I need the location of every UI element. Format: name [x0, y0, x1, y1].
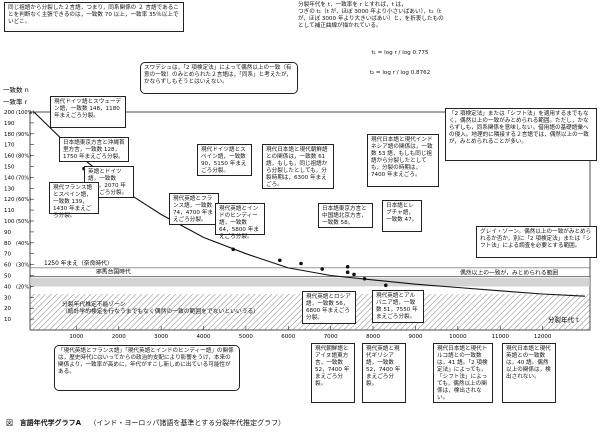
band-0 [30, 277, 590, 287]
rate-tick-label: (50%) [16, 219, 31, 225]
y-tick-label: 160 [4, 154, 15, 160]
note-german-spanish: 現代ドイツ語とスペイン語，一致数 90，5150 年まえごろ分裂。 [197, 144, 252, 176]
rate-tick-label: (60%) [16, 197, 31, 203]
y-tick-label: 150 [4, 165, 15, 171]
data-point-8 [345, 264, 350, 269]
note-binomial-range: 「2 項検定法」または「シフト法」を適用するまでもなく，偶然以上の一致がみとめら… [445, 108, 597, 161]
data-point-9 [345, 270, 350, 275]
reference-label-0: 1250 年まえ（奈良時代） [44, 259, 113, 267]
band-label-0: 偶然以上の一致が，みとめられる範囲 [460, 269, 558, 277]
y-tick-label: 120 [4, 197, 15, 203]
y-tick-label: 140 [4, 175, 15, 181]
note-english-french: 現代英語とフランス語，一致数 74，4700 年まえごろ分裂。 [169, 193, 219, 225]
note-korean-ainu: 現代朝鮮語とアイヌ語東方言，一致数 52，7400 年まえごろ分裂。 [311, 343, 355, 403]
x-tick-label: 8000 [366, 334, 380, 340]
note-english-russian: 現代英語とロシア語，一致数 56，6800 年まえごろ分裂。 [302, 291, 356, 324]
figure-title: 言語年代学グラフA [19, 419, 82, 427]
figure-label: 図 [6, 419, 13, 427]
rate-tick-label: (100%) [16, 110, 34, 116]
rate-tick-label: (80%) [16, 154, 31, 160]
y-tick-label: 50 [4, 274, 11, 280]
reference-label-1: 邪馬台国時代 [96, 268, 131, 276]
note-gray-zone: グレイ・ゾーン。偶然以上の一致がみとめられるか否か，別に「2 項検定法」または「… [476, 226, 597, 258]
figure-subtitle: （インド・ヨーロッパ諸語を基準とする分裂年代推定グラフ） [89, 419, 286, 427]
x-tick-label: 12000 [534, 334, 552, 340]
note-japanese-indonesian: 現代日本語と現代インドネシア語の関係は，一致数 53 語，もしも同じ祖語から分裂… [367, 134, 439, 187]
y-tick-label: 170 [4, 143, 15, 149]
y-tick-label: 130 [4, 186, 15, 192]
y-tick-label: 30 [4, 295, 11, 301]
formula-t1: t₁ = log r / log 0.775 [371, 50, 429, 56]
y-tick-label: 100 [4, 219, 15, 225]
x-tick-label: 2000 [112, 334, 126, 340]
y-tick-label: 190 [4, 121, 15, 127]
note-french-spanish: 現代フランス語とスペイン語，一致数 139，1430 年まえごろ分裂。 [49, 182, 99, 219]
band-label-1: 分裂年代推定不能ゾーン（統計学的検定を行なうまでもなく偶然の一致の範囲をでないと… [62, 300, 259, 315]
y-tick-label: 180 [4, 132, 15, 138]
data-point-5 [231, 247, 236, 252]
note-english-albanian: 現代英語とアルバニア語，一致数 51，7550 年まえごろ分裂。 [372, 290, 424, 323]
data-point-7 [299, 261, 303, 266]
x-tick-label: 10000 [449, 334, 467, 340]
formula-t2: t₂ = log r / log 0.8762 [369, 70, 431, 76]
y-axis-label-right: 一致率 r [3, 97, 28, 106]
x-tick-label: 9000 [408, 334, 422, 340]
y-tick-label: 70 [4, 252, 11, 258]
note-japanese-english: 現代日本語と現代英語との一致数は，40 語。偶然以上の関係は，検出されない。 [502, 343, 556, 403]
x-tick-label: 5000 [239, 334, 253, 340]
rate-tick-label: (40%) [16, 241, 31, 247]
note-german-swedish: 現代ドイツ語とスウェーデン語，一致数 148，1180 年まえごろ分裂。 [50, 96, 126, 128]
x-tick-label: 4000 [197, 334, 211, 340]
y-tick-label: 110 [4, 208, 15, 214]
note-bottom-left: 「現代英語とフランス語」「現代英語とインドのヒンディー語」の関係は，歴史時代には… [54, 345, 240, 391]
y-tick-label: 90 [4, 230, 11, 236]
data-point-13 [383, 283, 388, 288]
data-point-12 [352, 272, 356, 277]
y-tick-label: 60 [4, 263, 11, 269]
rate-tick-label: (70%) [16, 175, 31, 181]
x-tick-label: 11000 [491, 334, 509, 340]
note-formula-intro: 分裂年代を t，一致率を r とすれば，t は， つぎの t₁（t が，ほぼ 3… [298, 2, 444, 29]
y-tick-label: 20 [4, 306, 11, 312]
y-tick-label: 200 [4, 110, 15, 116]
note-top-left: 同じ祖語から分裂した２言語，つまり，同系関係の ２ 言語であることを判断なく主張… [4, 2, 184, 32]
x-tick-label: 1000 [69, 334, 83, 340]
note-english-greek: 現代英語と現代ギリシア語，一致数 52，7400 年まえごろ分裂。 [362, 343, 406, 403]
note-japanese-lepcha: 日本語とレプチャ語，一致数 47。 [382, 200, 422, 232]
data-point-10 [362, 276, 367, 281]
rate-tick-label: (30%) [16, 263, 31, 269]
rate-tick-label: (20%) [16, 284, 31, 290]
y-tick-label: 10 [4, 317, 11, 323]
x-tick-label: 7000 [324, 334, 338, 340]
note-japanese-okinawan: 日本語東京方言と沖縄首里方言，一致数 128，1750 年まえごろ分裂。 [59, 137, 129, 162]
note-japanese-korean: 現代日本語と現代朝鮮語との関係は，一致数 61 語，もしも，同じ祖語から分裂した… [262, 144, 334, 189]
y-tick-label: 80 [4, 241, 11, 247]
note-japanese-chinese: 日本語東京方言と中国語北京方言，一致数 58。 [318, 203, 373, 228]
y-tick-label: 40 [4, 284, 11, 290]
x-tick-label: 6000 [281, 334, 295, 340]
x-tick-label: 3000 [154, 334, 168, 340]
note-english-hindi: 現代英語とインドのヒンディー語，一致数 64，5800 年まえごろ分裂。 [215, 203, 265, 240]
y-axis-label-left: 一致数 n [3, 85, 29, 94]
note-japanese-turkish: 現代日本語と現代トルコ語との一致数は，41 語。「2 項検定法」によっても，「シ… [433, 343, 493, 403]
figure-caption: 図 言語年代学グラフA （インド・ヨーロッパ諸語を基準とする分裂年代推定グラフ） [6, 418, 285, 428]
note-swadesh: スワデシュは，「2 項検定法」によって偶然以上の一致（有意の一致）のみとめられた… [140, 62, 298, 94]
data-point-6 [278, 258, 282, 263]
rate-tick-label: (90%) [16, 132, 31, 138]
x-axis-label: 分裂年代 t [548, 315, 579, 324]
data-point-11 [320, 267, 325, 271]
